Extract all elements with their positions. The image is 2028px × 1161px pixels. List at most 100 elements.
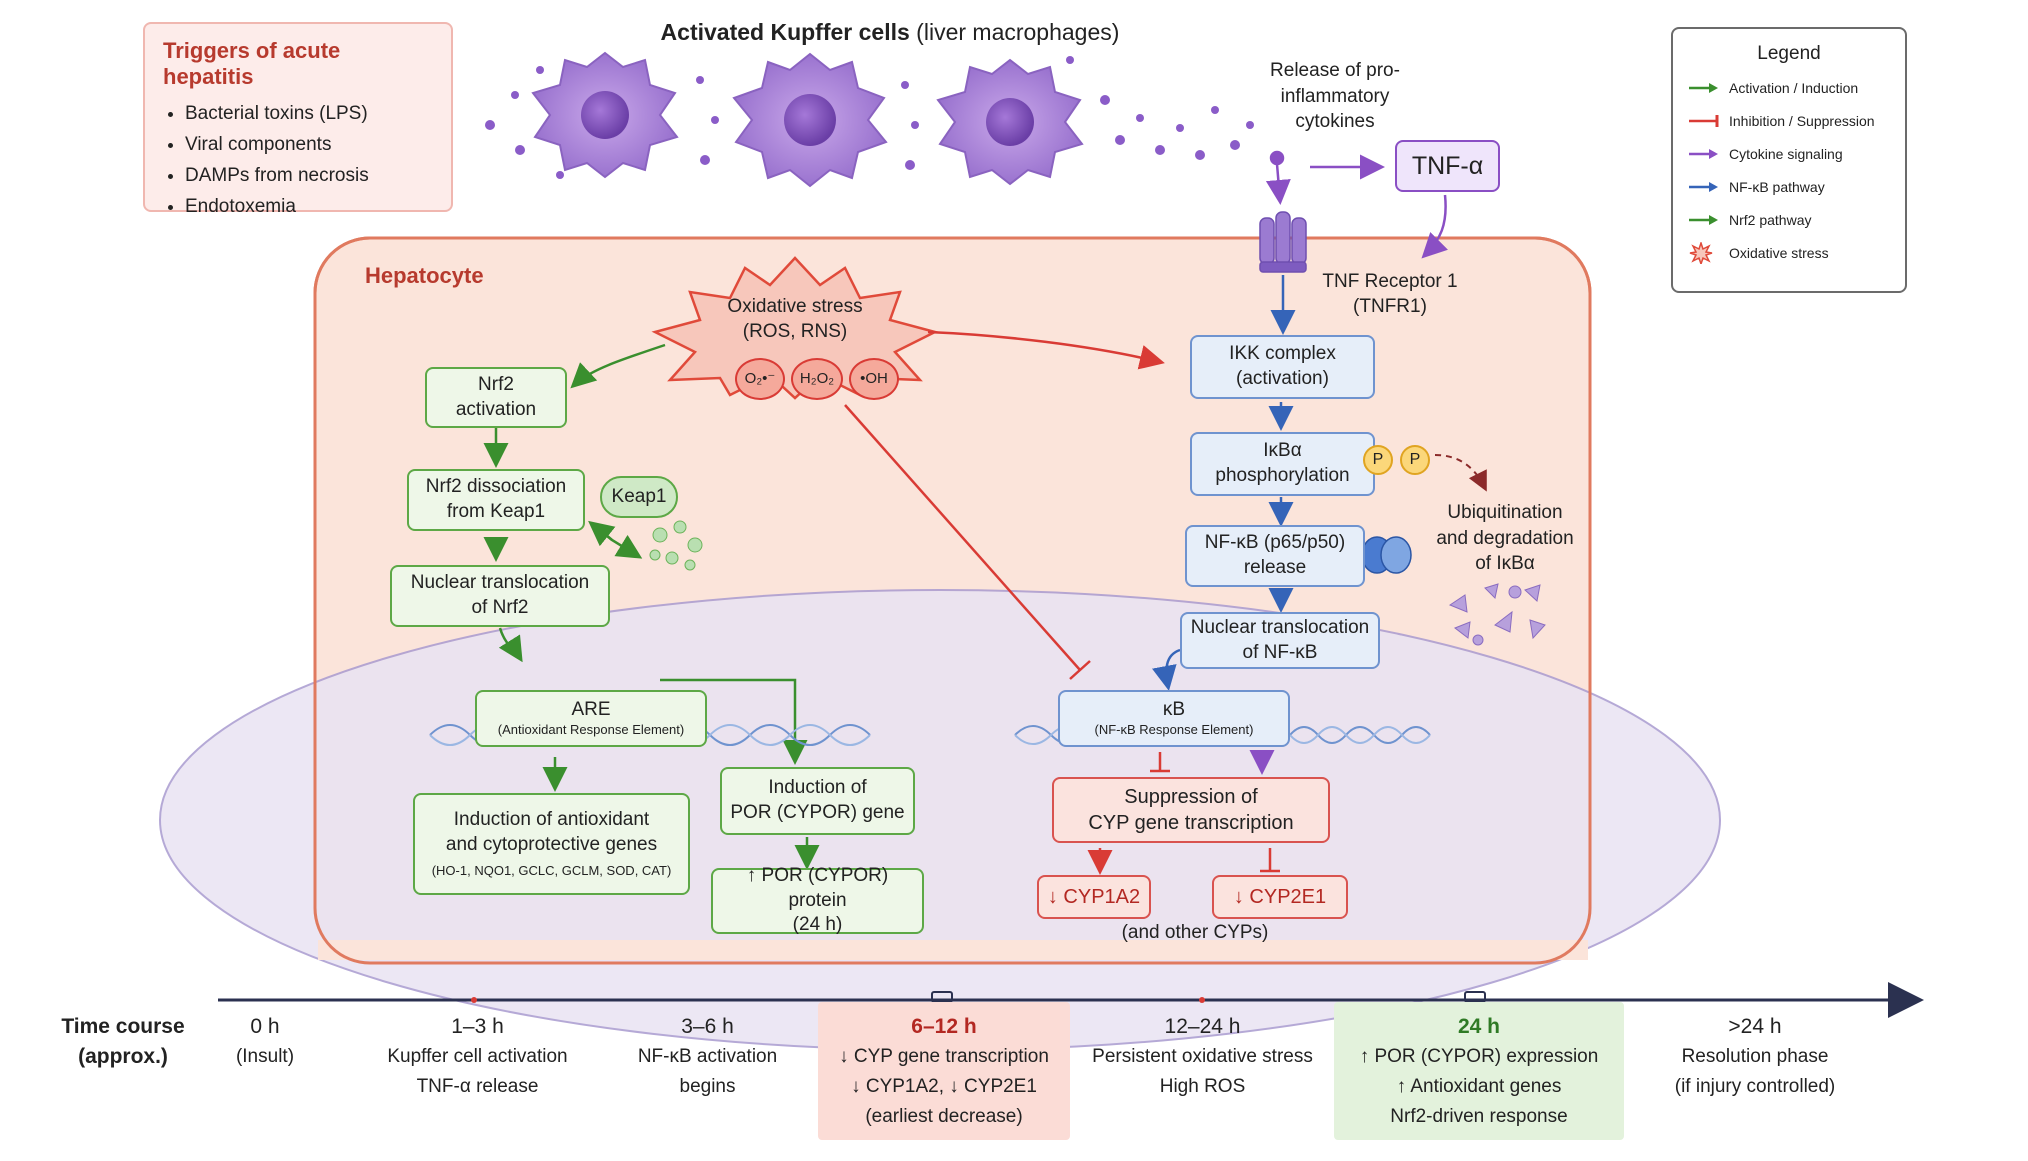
trigger-item: DAMPs from necrosis: [185, 160, 433, 191]
box-line: IκBα: [1263, 440, 1302, 462]
timepoint-time: 1–3 h: [451, 1015, 504, 1038]
tnf-receptor-icon: [1259, 211, 1307, 273]
ubiq-line: and degradation: [1436, 527, 1574, 549]
nfkb-arrows: [1152, 275, 1296, 691]
legend-item: Inhibition / Suppression: [1689, 104, 1889, 137]
keap1-box: Keap1: [600, 476, 678, 518]
ikk-complex-box: IKK complex (activation): [1190, 335, 1375, 399]
timepoint-desc: ↑ POR (CYPOR) expression: [1359, 1046, 1599, 1067]
timepoint-highlight-24: [1334, 1002, 1624, 1140]
nrf2-translocation-box: Nuclear translocation of Nrf2: [390, 565, 610, 627]
box-line: Induction of antioxidant: [453, 808, 650, 830]
antioxidant-genes-box: Induction of antioxidant and cytoprotect…: [413, 793, 690, 895]
ubiq-line: Ubiquitination: [1447, 502, 1563, 523]
kb-subtitle: (NF-κB Response Element): [1094, 722, 1254, 738]
trigger-item: Bacterial toxins (LPS): [185, 98, 433, 129]
timepoint-desc: begins: [679, 1076, 736, 1097]
ros-to-ikk-arrow: [927, 330, 1165, 370]
kb-element-box: κB (NF-κB Response Element): [1058, 690, 1290, 747]
box-line: Induction of: [768, 777, 867, 799]
ubiquitination-label: Ubiquitination and degradation of IκBα: [1420, 500, 1590, 577]
timepoint-desc: (earliest decrease): [865, 1106, 1023, 1127]
kupffer-title-rest: (liver macrophages): [909, 19, 1120, 45]
legend-item: Cytokine signaling: [1689, 137, 1889, 170]
oxidative-line: (ROS, RNS): [742, 320, 848, 342]
ros-hydrogen-peroxide: H₂O₂: [791, 358, 843, 400]
keap1-label: Keap1: [611, 485, 667, 507]
timepoint-time: 24 h: [1457, 1015, 1501, 1038]
timecourse-label: Time course (approx.): [48, 1012, 198, 1072]
legend-label: NF-κB pathway: [1729, 178, 1825, 195]
phosphate-badge: P: [1363, 445, 1393, 475]
timepoint-desc: Persistent oxidative stress: [1092, 1046, 1313, 1067]
box-line: ↑ POR (CYPOR) protein: [746, 864, 889, 911]
por-gene-box: Induction of POR (CYPOR) gene: [720, 767, 915, 835]
kupffer-title: Activated Kupffer cells (liver macrophag…: [600, 18, 1180, 48]
timepoint-desc: NF-κB activation: [637, 1046, 778, 1067]
hepatocyte-outline: [313, 236, 1592, 965]
oxidative-line: Oxidative stress: [727, 296, 863, 317]
box-line: Nuclear translocation: [410, 572, 590, 594]
box-line: from Keap1: [446, 501, 546, 522]
ros-label: O₂•⁻: [744, 370, 776, 388]
hepatocyte-label: Hepatocyte: [365, 263, 484, 288]
timepoint-desc: ↓ CYP1A2, ↓ CYP2E1: [851, 1076, 1037, 1097]
timepoint-highlight-6-12: [818, 1002, 1070, 1140]
box-line: CYP gene transcription: [1088, 812, 1294, 834]
timepoint-time: 12–24 h: [1164, 1015, 1241, 1038]
cyp-suppression-box: Suppression of CYP gene transcription: [1052, 777, 1330, 843]
kb-suppression-marks: [1087, 750, 1280, 875]
box-line: release: [1243, 557, 1307, 578]
timepoint-1-3h: 1–3 h Kupffer cell activation TNF-α rele…: [370, 1012, 585, 1102]
activation-arrow-icon: [1689, 82, 1718, 93]
are-title: ARE: [571, 698, 611, 720]
ros-label: •OH: [860, 370, 888, 388]
ros-label: H₂O₂: [799, 370, 835, 388]
box-line: Suppression of: [1124, 786, 1258, 808]
legend-label: Nrf2 pathway: [1729, 211, 1812, 228]
ubiq-line: of IκBα: [1475, 553, 1535, 575]
timepoint-desc: (if injury controlled): [1674, 1076, 1836, 1097]
nrf2-dissociation-box: Nrf2 dissociation from Keap1: [407, 469, 585, 531]
legend-heading: Legend: [1757, 43, 1821, 64]
phosphate-badge: P: [1400, 445, 1430, 475]
box-line: Nrf2: [478, 373, 514, 395]
legend-label: Activation / Induction: [1729, 79, 1859, 96]
box-line: (24 h): [792, 914, 843, 936]
nrf2-activation-box: Nrf2 activation: [425, 367, 567, 428]
box-line: Nuclear translocation: [1190, 616, 1370, 638]
phosphate-label: P: [1409, 450, 1421, 468]
are-box: ARE (Antioxidant Response Element): [475, 690, 707, 747]
timepoint-time: 6–12 h: [911, 1015, 977, 1038]
timepoint-desc: Resolution phase: [1681, 1046, 1829, 1067]
other-cyps-label: (and other CYPs): [1121, 922, 1269, 943]
oxidative-stress-label: Oxidative stress (ROS, RNS): [705, 295, 885, 344]
legend-item: Nrf2 pathway: [1689, 203, 1889, 236]
oxidative-star-icon: [1689, 241, 1713, 264]
timepoint-12-24h: 12–24 h Persistent oxidative stress High…: [1090, 1012, 1315, 1102]
timepoint-time: 0 h: [250, 1015, 280, 1038]
cytokine-release-line: cytokines: [1295, 111, 1375, 133]
timepoint-time: 3–6 h: [681, 1015, 734, 1038]
legend-label: Inhibition / Suppression: [1729, 112, 1875, 129]
timepoint-desc: High ROS: [1159, 1076, 1246, 1097]
timepoint-desc: ↓ CYP gene transcription: [839, 1046, 1049, 1067]
timepoint-over-24h: >24 h Resolution phase (if injury contro…: [1660, 1012, 1850, 1102]
inhibition-bar-icon: [1689, 114, 1719, 127]
ikba-phosphorylation-box: IκBα phosphorylation: [1190, 432, 1375, 496]
legend-label: Cytokine signaling: [1729, 145, 1843, 162]
box-line: phosphorylation: [1215, 465, 1350, 486]
timepoint-6-12h: 6–12 h ↓ CYP gene transcription ↓ CYP1A2…: [818, 1012, 1070, 1132]
trigger-item: Viral components: [185, 129, 433, 160]
kupffer-title-bold: Activated Kupffer cells: [660, 19, 910, 45]
nrf2-arrows: [483, 343, 820, 870]
timepoint-desc: (Insult): [235, 1046, 295, 1067]
ubiquitination-arrow: [1434, 454, 1487, 492]
box-line: activation: [455, 398, 537, 420]
ros-inhibition-line: [844, 404, 1091, 680]
timepoint-0h: 0 h (Insult): [210, 1012, 320, 1072]
legend-item: Oxidative stress: [1689, 236, 1889, 269]
trigger-item: Endotoxemia: [185, 191, 433, 222]
kupffer-cells: [485, 51, 1254, 188]
